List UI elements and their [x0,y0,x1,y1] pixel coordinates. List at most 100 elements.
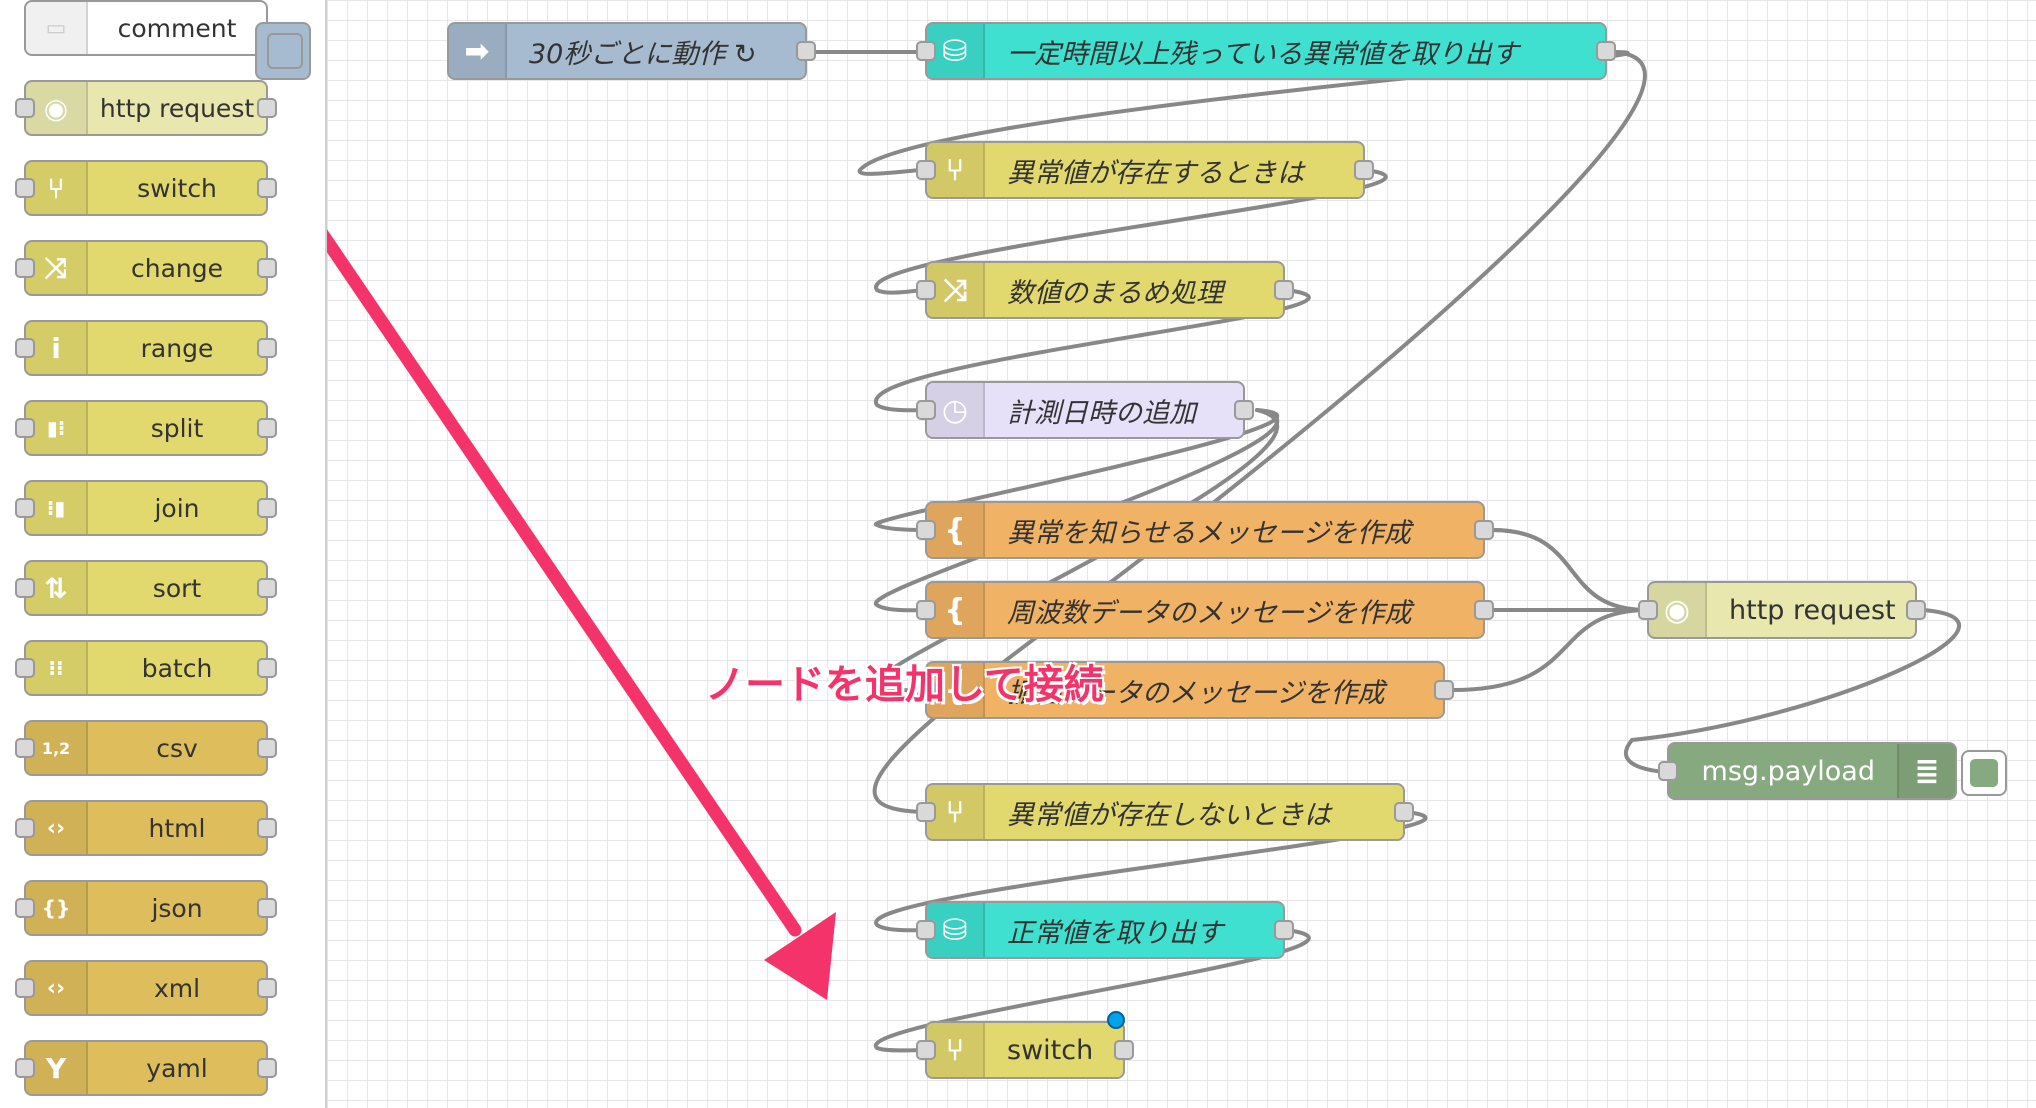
palette-node-join[interactable]: ⁝▮ join [15,480,277,536]
node-label: 計測日時の追加 [1007,397,1196,429]
output-port[interactable] [1274,280,1294,300]
palette-node-switch[interactable]: ⑂ switch [15,160,277,216]
node-label: 30秒ごとに動作 ↻ [529,38,757,70]
debug-toggle-button[interactable] [1961,750,2007,796]
output-port[interactable] [1474,600,1494,620]
output-port[interactable] [257,418,277,438]
output-port[interactable] [257,898,277,918]
input-port[interactable] [916,600,936,620]
output-port[interactable] [1906,600,1926,620]
flow-node-switch-not-exists[interactable]: ⑂ 異常値が存在しないときは [916,783,1414,841]
inject-button[interactable] [255,22,311,80]
output-port[interactable] [1274,920,1294,940]
palette-node-xml[interactable]: ‹› xml [15,960,277,1016]
input-port[interactable] [916,520,936,540]
palette-node-comment[interactable]: ▭ comment [24,0,268,56]
output-port[interactable] [1114,1040,1134,1060]
input-port[interactable] [15,898,35,918]
palette-node-http-request[interactable]: ◉ http request [15,80,277,136]
shuffle-icon: ⤨ [927,263,985,317]
palette-node-batch[interactable]: ⁝⁝ batch [15,640,277,696]
flow-node-template-amplitude[interactable]: { 振幅データのメッセージを作成 [916,661,1454,719]
palette-node-range[interactable]: ⅰ range [15,320,277,376]
batch-icon: ⁝⁝ [26,642,88,694]
output-port[interactable] [257,258,277,278]
output-port[interactable] [1596,41,1616,61]
output-port[interactable] [257,738,277,758]
sort-icon: ⇅ [26,562,88,614]
output-port[interactable] [257,98,277,118]
palette-node-label: join [154,493,200,523]
flow-node-template-frequency[interactable]: { 周波数データのメッセージを作成 [916,581,1494,639]
flow-node-switch-new[interactable]: ⑂ switch [916,1011,1134,1079]
palette-node-split[interactable]: ▮⁝ split [15,400,277,456]
output-port[interactable] [257,658,277,678]
input-port[interactable] [15,978,35,998]
palette-node-change[interactable]: ⤨ change [15,240,277,296]
input-port[interactable] [15,738,35,758]
input-port[interactable] [916,400,936,420]
flow-node-switch-exists[interactable]: ⑂ 異常値が存在するときは [916,141,1374,199]
node-label: 周波数データのメッセージを作成 [1007,597,1412,629]
input-port[interactable] [15,98,35,118]
html-file-icon: ‹› [26,802,88,854]
inject-trigger-icon[interactable] [267,33,303,69]
input-port[interactable] [15,178,35,198]
palette-node-label: split [150,413,204,443]
palette-node-sort[interactable]: ⇅ sort [15,560,277,616]
output-port[interactable] [1234,400,1254,420]
input-port[interactable] [916,41,936,61]
output-port[interactable] [257,498,277,518]
node-label: 一定時間以上残っている異常値を取り出す [1007,38,1519,70]
output-port[interactable] [1474,520,1494,540]
flow-node-debug[interactable]: ≣ msg.payload [1658,742,2007,800]
flow-workspace[interactable]: ➡ 30秒ごとに動作 ↻ ⛁ 一定時間以上残っている異常値を取り出す ⑂ 異常値… [255,0,2036,1108]
input-port[interactable] [916,280,936,300]
flow-node-db-abnormal[interactable]: ⛁ 一定時間以上残っている異常値を取り出す [916,22,1616,80]
node-label: http request [1729,594,1896,626]
output-port[interactable] [257,178,277,198]
wire [1450,608,1651,692]
input-port[interactable] [15,258,35,278]
input-port[interactable] [1658,761,1678,781]
input-port[interactable] [1638,600,1658,620]
input-port[interactable] [916,1040,936,1060]
input-port[interactable] [15,338,35,358]
input-port[interactable] [916,920,936,940]
flow-node-http-request[interactable]: ◉ http request [1638,581,1926,639]
output-port[interactable] [1394,802,1414,822]
palette-node-json[interactable]: {} json [15,880,277,936]
node-label: switch [1007,1034,1094,1066]
input-port[interactable] [916,802,936,822]
palette-node-yaml[interactable]: Y yaml [15,1040,277,1096]
input-port[interactable] [15,818,35,838]
palette-node-label: range [140,333,214,363]
flow-node-inject[interactable]: ➡ 30秒ごとに動作 ↻ [447,22,816,80]
flow-node-change-round[interactable]: ⤨ 数値のまるめ処理 [916,261,1294,319]
flow-node-template-alert[interactable]: { 異常を知らせるメッセージを作成 [916,501,1494,559]
palette-node-csv[interactable]: 1,2 csv [15,720,277,776]
flow-node-timestamp[interactable]: ◷ 計測日時の追加 [916,381,1254,439]
output-port[interactable] [257,818,277,838]
input-port[interactable] [916,680,936,700]
palette-node-html[interactable]: ‹› html [15,800,277,856]
list-icon: ≣ [1897,744,1955,798]
palette-node-label: http request [99,93,255,123]
input-port[interactable] [15,578,35,598]
input-port[interactable] [15,1058,35,1078]
switch-icon: ⑂ [927,143,985,197]
palette-node-label: comment [117,13,237,43]
input-port[interactable] [15,658,35,678]
input-port[interactable] [15,498,35,518]
output-port[interactable] [257,338,277,358]
wire [874,168,1388,295]
flow-node-db-normal[interactable]: ⛁ 正常値を取り出す [916,901,1294,959]
output-port[interactable] [257,578,277,598]
output-port[interactable] [257,1058,277,1078]
output-port[interactable] [1354,160,1374,180]
output-port[interactable] [257,978,277,998]
output-port[interactable] [1434,680,1454,700]
output-port[interactable] [796,41,816,61]
input-port[interactable] [15,418,35,438]
input-port[interactable] [916,160,936,180]
